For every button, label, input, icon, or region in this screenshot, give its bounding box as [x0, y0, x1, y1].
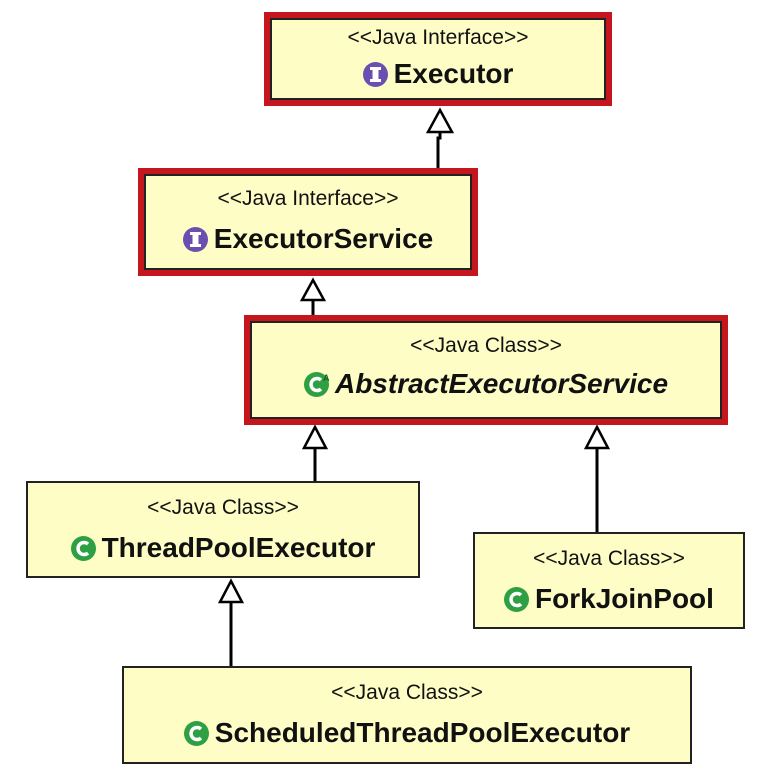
arrowhead-threadpoolexecutor: [217, 578, 245, 604]
forkjoinpool-node[interactable]: <<Java Class>> ForkJoinPool: [473, 532, 745, 629]
class-icon: [504, 586, 530, 612]
abstract-class-icon: A: [303, 371, 329, 397]
executor-node[interactable]: <<Java Interface>> Executor: [264, 12, 612, 106]
stereotype-label: <<Java Class>>: [331, 681, 483, 704]
arrowhead-abstractexecutorservice-left: [301, 424, 329, 450]
arrowhead-executorservice: [299, 277, 327, 302]
class-icon: [70, 535, 96, 561]
class-icon: [183, 720, 209, 746]
class-name: ExecutorService: [213, 223, 434, 254]
class-name: AbstractExecutorService: [334, 368, 669, 399]
stereotype-label: <<Java Class>>: [533, 547, 685, 570]
stereotype-label: <<Java Class>>: [410, 334, 562, 357]
class-name: ScheduledThreadPoolExecutor: [214, 717, 631, 748]
scheduledthreadpoolexecutor-node[interactable]: <<Java Class>> ScheduledThreadPoolExecut…: [122, 666, 692, 764]
arrowhead-abstractexecutorservice-right: [583, 424, 611, 450]
executorservice-node[interactable]: <<Java Interface>> ExecutorService: [138, 168, 478, 276]
class-name: ThreadPoolExecutor: [101, 532, 376, 563]
stereotype-label: <<Java Interface>>: [217, 187, 399, 210]
edge-executorservice-to-executor: [436, 132, 442, 168]
svg-text:A: A: [323, 373, 329, 383]
class-name: ForkJoinPool: [535, 583, 714, 614]
interface-icon: [182, 226, 208, 252]
stereotype-label: <<Java Interface>>: [347, 26, 529, 49]
threadpoolexecutor-node[interactable]: <<Java Class>> ThreadPoolExecutor: [26, 481, 420, 578]
stereotype-label: <<Java Class>>: [147, 496, 299, 519]
class-name: Executor: [393, 58, 514, 89]
abstractexecutorservice-node[interactable]: <<Java Class>> A AbstractExecutorService: [244, 315, 728, 425]
interface-icon: [362, 61, 388, 87]
arrowhead-executor: [425, 107, 455, 134]
